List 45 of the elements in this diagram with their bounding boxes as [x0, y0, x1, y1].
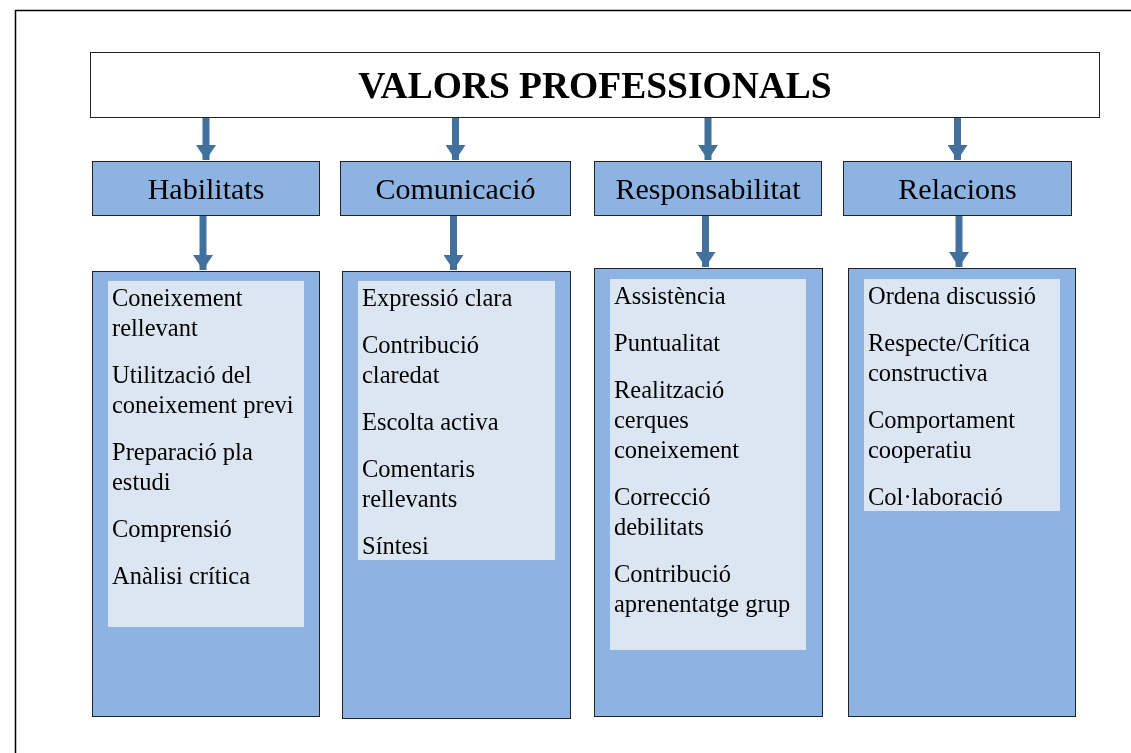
title-text: VALORS PROFESSIONALS [358, 63, 832, 107]
list-item: Puntualitat [614, 328, 722, 358]
arrow [947, 118, 968, 160]
column-panel [342, 271, 571, 719]
list-item: Anàlisi crítica [112, 561, 252, 591]
arrow [443, 216, 464, 270]
list-item: Escolta activa [362, 407, 500, 437]
category-box [594, 161, 822, 216]
column-panel [92, 271, 320, 717]
column-panel [848, 268, 1076, 717]
category-box [843, 161, 1072, 216]
list-item: Coneixement rellevant [112, 283, 244, 343]
list-item: Contribució claredat [362, 330, 481, 390]
arrow [695, 216, 716, 267]
item-list-panel [358, 281, 555, 560]
list-item: Comprensió [112, 514, 233, 544]
list-item: Col·laboració [868, 482, 1004, 512]
arrow [698, 118, 718, 160]
list-item: Respecte/Crítica constructiva [868, 328, 1031, 388]
category-label: Relacions [898, 171, 1017, 206]
column-panel [594, 268, 823, 717]
item-list-panel [864, 279, 1060, 511]
category-box [340, 161, 571, 216]
list-item: Contribució aprenentatge grup [614, 559, 792, 619]
category-label: Responsabilitat [615, 171, 801, 206]
category-box [92, 161, 320, 216]
list-item: Comportament cooperatiu [868, 405, 1016, 465]
list-item: Comentaris rellevants [362, 454, 476, 514]
list-item: Realització cerques coneixement [614, 375, 741, 465]
item-list-panel [108, 281, 304, 627]
list-item: Ordena discussió [868, 281, 1038, 311]
list-item: Assistència [614, 281, 727, 311]
category-label: Habilitats [147, 171, 265, 206]
list-item: Utilització del coneixement previ [112, 360, 295, 420]
list-item: Síntesi [362, 531, 430, 561]
category-label: Comunicació [375, 171, 536, 206]
arrow [949, 216, 969, 267]
arrow [193, 216, 213, 270]
list-item: Preparació pla estudi [112, 437, 254, 497]
arrow [196, 118, 216, 160]
list-item: Correcció debilitats [614, 482, 712, 542]
arrow [445, 118, 466, 160]
list-item: Expressió clara [362, 283, 514, 313]
item-list-panel [610, 279, 806, 650]
title-box [90, 52, 1100, 118]
